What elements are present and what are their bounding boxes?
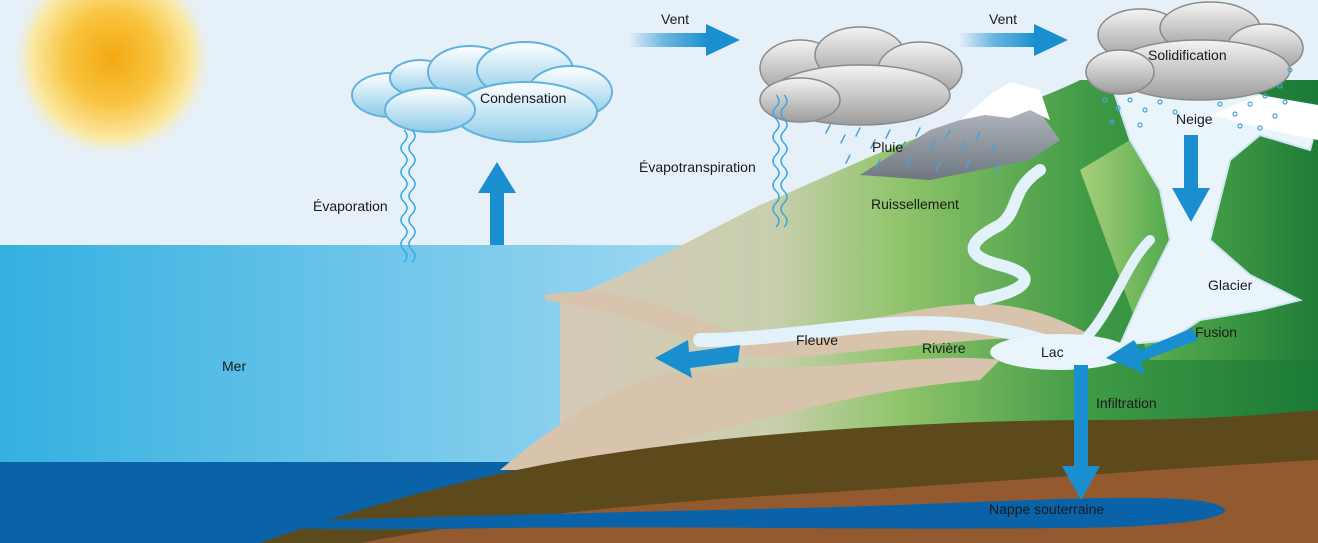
rain-drops bbox=[825, 124, 1001, 174]
label-lake: Lac bbox=[1041, 344, 1064, 360]
condensation-cloud bbox=[351, 41, 613, 143]
label-sea: Mer bbox=[222, 358, 246, 374]
label-condensation: Condensation bbox=[480, 90, 566, 106]
label-evaporation: Évaporation bbox=[313, 198, 388, 214]
glacier-ice bbox=[1108, 78, 1318, 347]
label-glacier: Glacier bbox=[1208, 277, 1253, 293]
mountain-right-snow bbox=[1210, 95, 1318, 140]
rain-cloud bbox=[759, 26, 963, 126]
label-rain: Pluie bbox=[872, 139, 903, 155]
label-wind-1: Vent bbox=[661, 11, 689, 27]
river-to-sea-arrow bbox=[655, 340, 740, 378]
aquifer bbox=[230, 497, 1225, 530]
snow-flakes bbox=[1102, 67, 1293, 131]
label-runoff: Ruissellement bbox=[871, 196, 959, 212]
label-infiltration: Infiltration bbox=[1096, 395, 1157, 411]
wind-arrow-right bbox=[958, 24, 1068, 56]
label-river: Rivière bbox=[922, 340, 966, 356]
infiltration-arrow bbox=[1062, 365, 1100, 500]
snow-down-arrow bbox=[1172, 135, 1210, 222]
label-snow: Neige bbox=[1176, 111, 1213, 127]
label-stream: Fleuve bbox=[796, 332, 838, 348]
label-melting: Fusion bbox=[1195, 324, 1237, 340]
evapotranspiration-waves bbox=[772, 94, 788, 228]
fusion-arrow bbox=[1106, 328, 1198, 374]
condensation-arrow bbox=[478, 162, 516, 245]
label-aquifer: Nappe souterraine bbox=[989, 501, 1104, 517]
wind-arrow-left bbox=[628, 24, 740, 56]
mountain-snow-peak bbox=[960, 82, 1050, 120]
coast-sand bbox=[500, 357, 1000, 470]
label-wind-2: Vent bbox=[989, 11, 1017, 27]
snow-cloud bbox=[1085, 1, 1304, 101]
label-evapotranspiration: Évapotranspiration bbox=[639, 159, 756, 175]
river-channel bbox=[545, 291, 1110, 360]
evaporation-waves bbox=[400, 129, 416, 263]
sun bbox=[10, 0, 214, 160]
label-solidification: Solidification bbox=[1148, 47, 1227, 63]
lake bbox=[990, 334, 1130, 370]
stream-mountain bbox=[967, 164, 1046, 306]
